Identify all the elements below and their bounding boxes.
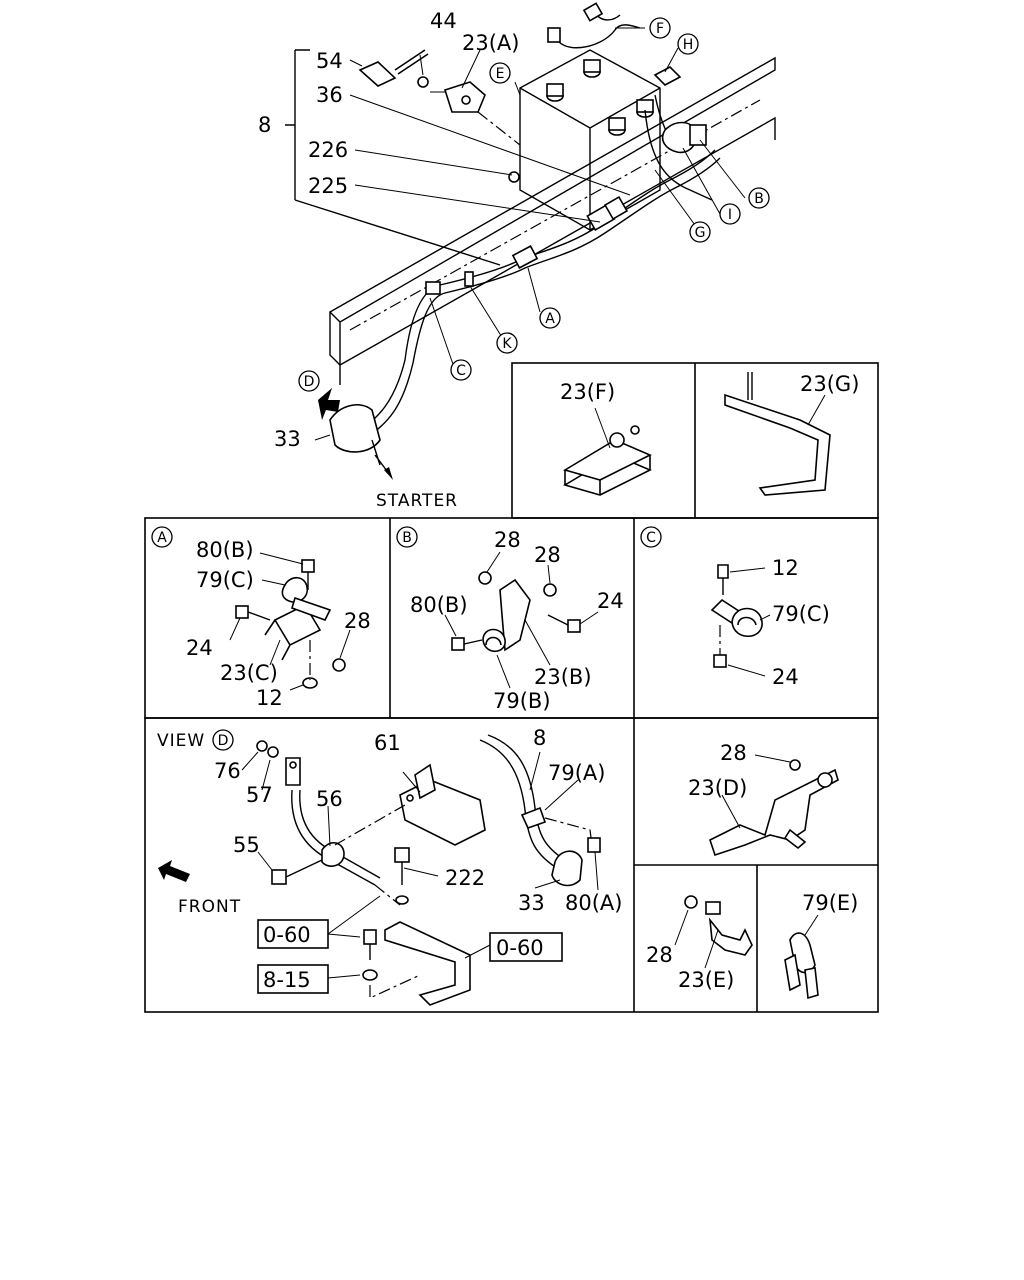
label-b-23b: 23(B) bbox=[534, 665, 592, 689]
svg-text:B: B bbox=[754, 191, 764, 207]
callout-a-detail: A bbox=[151, 526, 173, 548]
callout-d-main: D bbox=[298, 370, 320, 392]
label-b-28-right: 28 bbox=[534, 543, 561, 567]
detail-23f: 23(F) bbox=[560, 380, 652, 496]
label-226: 226 bbox=[308, 138, 348, 162]
label-36: 36 bbox=[316, 83, 343, 107]
label-v-33: 33 bbox=[518, 891, 545, 915]
label-view: VIEW bbox=[157, 731, 205, 751]
label-starter: STARTER bbox=[376, 491, 458, 511]
detail-c: C 12 79(C) 24 bbox=[640, 526, 830, 689]
callout-e: E bbox=[489, 62, 511, 84]
svg-text:C: C bbox=[456, 363, 466, 379]
callout-c-detail: C bbox=[640, 526, 662, 548]
detail-b: B 28 28 80(B) 24 23(B) 79(B) bbox=[396, 526, 624, 713]
callout-f: F bbox=[649, 17, 671, 39]
main-harness bbox=[344, 149, 716, 441]
label-a-79c: 79(C) bbox=[196, 568, 254, 592]
svg-text:I: I bbox=[728, 207, 732, 223]
callout-k: K bbox=[496, 332, 518, 354]
detail-a: A 80(B) 79(C) 24 28 23(C) 12 bbox=[151, 526, 371, 710]
label-33: 33 bbox=[274, 427, 301, 451]
detail-grid bbox=[144, 362, 879, 1013]
svg-text:E: E bbox=[496, 66, 505, 82]
terminal-boot bbox=[329, 404, 381, 453]
label-e-79e: 79(E) bbox=[802, 891, 858, 915]
label-c-79c: 79(C) bbox=[772, 602, 830, 626]
label-a-80b: 80(B) bbox=[196, 538, 254, 562]
label-front: FRONT bbox=[178, 897, 241, 917]
view-d: VIEW D bbox=[157, 726, 622, 1006]
svg-text:K: K bbox=[502, 336, 512, 352]
label-23a: 23(A) bbox=[462, 31, 519, 55]
label-23f: 23(F) bbox=[560, 380, 615, 404]
label-a-24: 24 bbox=[186, 636, 213, 660]
callouts-main: E F H B I G A K C D bbox=[298, 17, 770, 392]
label-a-12: 12 bbox=[256, 686, 283, 710]
main-view-labels: 54 44 23(A) 36 8 226 225 33 STARTER bbox=[258, 9, 519, 511]
callout-g: G bbox=[689, 221, 711, 243]
label-v-79a: 79(A) bbox=[548, 761, 605, 785]
detail-79e: 79(E) bbox=[784, 891, 858, 1000]
label-c-12: 12 bbox=[772, 556, 799, 580]
label-c-24: 24 bbox=[772, 665, 799, 689]
label-v-8: 8 bbox=[533, 726, 546, 750]
main-assembly-view bbox=[285, 2, 776, 480]
label-e-23e: 23(E) bbox=[678, 968, 734, 992]
label-54: 54 bbox=[316, 49, 343, 73]
callout-d-view: D bbox=[212, 729, 234, 751]
label-v-57: 57 bbox=[246, 783, 273, 807]
svg-text:D: D bbox=[218, 733, 229, 749]
label-d-28: 28 bbox=[720, 741, 747, 765]
label-b-28-left: 28 bbox=[494, 528, 521, 552]
label-v-55: 55 bbox=[233, 833, 260, 857]
label-v-80a: 80(A) bbox=[565, 891, 622, 915]
label-225: 225 bbox=[308, 174, 348, 198]
label-a-23c: 23(C) bbox=[220, 661, 278, 685]
svg-text:D: D bbox=[304, 374, 315, 390]
svg-text:A: A bbox=[545, 311, 555, 327]
callout-i: I bbox=[719, 203, 741, 225]
detail-23d: 28 23(D) bbox=[688, 741, 839, 857]
label-b-79b: 79(B) bbox=[493, 689, 551, 713]
part-54-clip bbox=[358, 49, 429, 87]
label-b-80b: 80(B) bbox=[410, 593, 468, 617]
label-v-76: 76 bbox=[214, 759, 241, 783]
svg-text:A: A bbox=[157, 530, 167, 546]
ref-box-0-60-left: 0-60 bbox=[263, 923, 311, 947]
callout-h: H bbox=[677, 33, 699, 55]
label-v-222: 222 bbox=[445, 866, 485, 890]
battery-cable-upper bbox=[554, 11, 641, 49]
svg-text:C: C bbox=[646, 530, 656, 546]
svg-text:G: G bbox=[695, 225, 706, 241]
svg-text:B: B bbox=[402, 530, 412, 546]
callout-c-main: C bbox=[450, 359, 472, 381]
label-v-56: 56 bbox=[316, 787, 343, 811]
ref-box-0-60-right: 0-60 bbox=[496, 936, 544, 960]
callout-b-main: B bbox=[748, 187, 770, 209]
label-a-28: 28 bbox=[344, 609, 371, 633]
detail-23g: 23(G) bbox=[724, 372, 859, 496]
label-v-61: 61 bbox=[374, 731, 401, 755]
label-d-23d: 23(D) bbox=[688, 776, 747, 800]
label-44: 44 bbox=[430, 9, 457, 33]
svg-text:F: F bbox=[656, 21, 664, 37]
battery-terminals bbox=[546, 59, 654, 136]
label-8: 8 bbox=[258, 113, 271, 137]
callout-a-main: A bbox=[539, 307, 561, 329]
label-b-24: 24 bbox=[597, 589, 624, 613]
label-e-28: 28 bbox=[646, 943, 673, 967]
callout-b-detail: B bbox=[396, 526, 418, 548]
label-23g: 23(G) bbox=[800, 372, 859, 396]
svg-text:H: H bbox=[683, 37, 694, 53]
frame-rail bbox=[328, 56, 776, 385]
detail-23e: 28 23(E) bbox=[646, 895, 753, 992]
ref-box-8-15: 8-15 bbox=[263, 968, 311, 992]
